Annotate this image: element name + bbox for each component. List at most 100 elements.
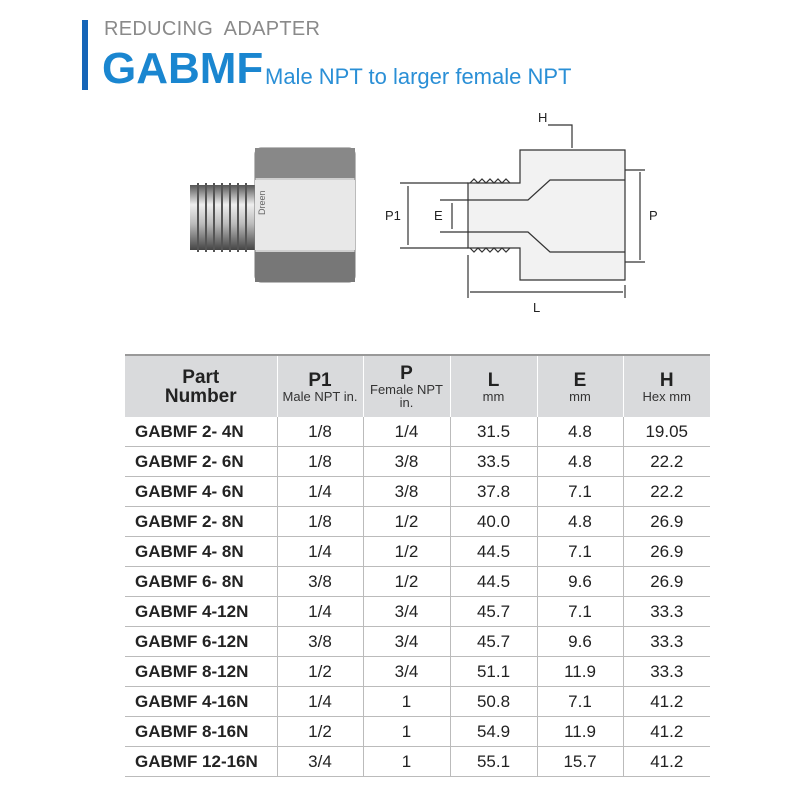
table-cell: 19.05 [622,417,710,447]
accent-bar [82,20,88,90]
table-cell: 7.1 [536,686,623,717]
dim-label-p: P [649,208,658,223]
column-header-unit: Hex mm [642,388,691,404]
table-cell: 1/8 [276,446,363,477]
model-description: Male NPT to larger female NPT [265,64,572,89]
table-cell: 33.3 [622,656,710,687]
table-cell: 22.2 [622,446,710,477]
dim-label-p1: P1 [385,208,401,223]
model-title: GABMF [102,44,264,93]
table-cell: 45.7 [449,596,537,627]
part-number-cell: GABMF 2- 6N [125,446,277,477]
column-header: Part Number [125,355,277,417]
table-cell: 33.5 [449,446,537,477]
table-cell: 15.7 [536,746,623,777]
table-cell: 33.3 [622,596,710,627]
table-cell: 40.0 [449,506,537,537]
column-header-title: P [400,363,413,384]
table-cell: 26.9 [622,506,710,537]
column-header-title: L [487,369,500,391]
table-cell: 1 [362,746,450,777]
table-cell: 1/4 [276,686,363,717]
table-cell: 3/8 [362,476,450,507]
dim-label-e: E [434,208,443,223]
table-cell: 3/4 [362,656,450,687]
table-cell: 1/8 [276,417,363,447]
table-cell: 41.2 [622,746,710,777]
part-number-cell: GABMF 6-12N [125,626,277,657]
table-cell: 1/4 [276,536,363,567]
table-cell: 7.1 [536,536,623,567]
table-cell: 31.5 [449,417,537,447]
table-cell: 54.9 [449,716,537,747]
cross-section-drawing [400,124,645,298]
table-cell: 1 [362,686,450,717]
table-cell: 26.9 [622,536,710,567]
table-cell: 45.7 [449,626,537,657]
product-photo: Dreen [190,147,356,283]
column-header-title: H [659,369,674,391]
table-cell: 3/8 [276,626,363,657]
column-header-unit: Female NPT in. [370,382,443,410]
part-number-cell: GABMF 2- 8N [125,506,277,537]
column-header-unit: mm [569,388,591,404]
column-header-title: P1 [308,369,332,391]
table-cell: 1/2 [362,566,450,597]
part-number-cell: GABMF 2- 4N [125,417,277,447]
table-cell: 41.2 [622,686,710,717]
table-cell: 7.1 [536,596,623,627]
table-cell: 26.9 [622,566,710,597]
part-number-cell: GABMF 4- 8N [125,536,277,567]
table-cell: 9.6 [536,626,623,657]
dim-label-l: L [533,300,540,315]
table-cell: 1/4 [362,417,450,447]
table-cell: 41.2 [622,716,710,747]
table-cell: 1/2 [362,536,450,567]
table-cell: 37.8 [449,476,537,507]
table-cell: 3/8 [276,566,363,597]
table-cell: 50.8 [449,686,537,717]
table-cell: 11.9 [536,656,623,687]
part-number-cell: GABMF 8-16N [125,716,277,747]
column-header-unit: Male NPT in. [282,388,358,404]
part-number-cell: GABMF 12-16N [125,746,277,777]
dim-label-h: H [538,110,547,125]
table-cell: 1/8 [276,506,363,537]
table-cell: 55.1 [449,746,537,777]
table-cell: 1/4 [276,596,363,627]
table-cell: 1/2 [276,716,363,747]
table-cell: 1/4 [276,476,363,507]
table-cell: 3/4 [276,746,363,777]
table-cell: 1/2 [276,656,363,687]
table-cell: 22.2 [622,476,710,507]
part-number-cell: GABMF 8-12N [125,656,277,687]
table-cell: 1/2 [362,506,450,537]
product-figure: Dreen H P1 E P L [190,110,658,315]
table-cell: 44.5 [449,566,537,597]
part-number-cell: GABMF 4- 6N [125,476,277,507]
table-cell: 3/8 [362,446,450,477]
category-label: REDUCING ADAPTER [104,18,321,40]
column-header-unit: mm [482,388,505,404]
table-cell: 7.1 [536,476,623,507]
table-cell: 1 [362,716,450,747]
table-cell: 4.8 [536,446,623,477]
table-cell: 4.8 [536,506,623,537]
table-cell: 51.1 [449,656,537,687]
table-cell: 4.8 [536,417,623,447]
table-cell: 3/4 [362,626,450,657]
